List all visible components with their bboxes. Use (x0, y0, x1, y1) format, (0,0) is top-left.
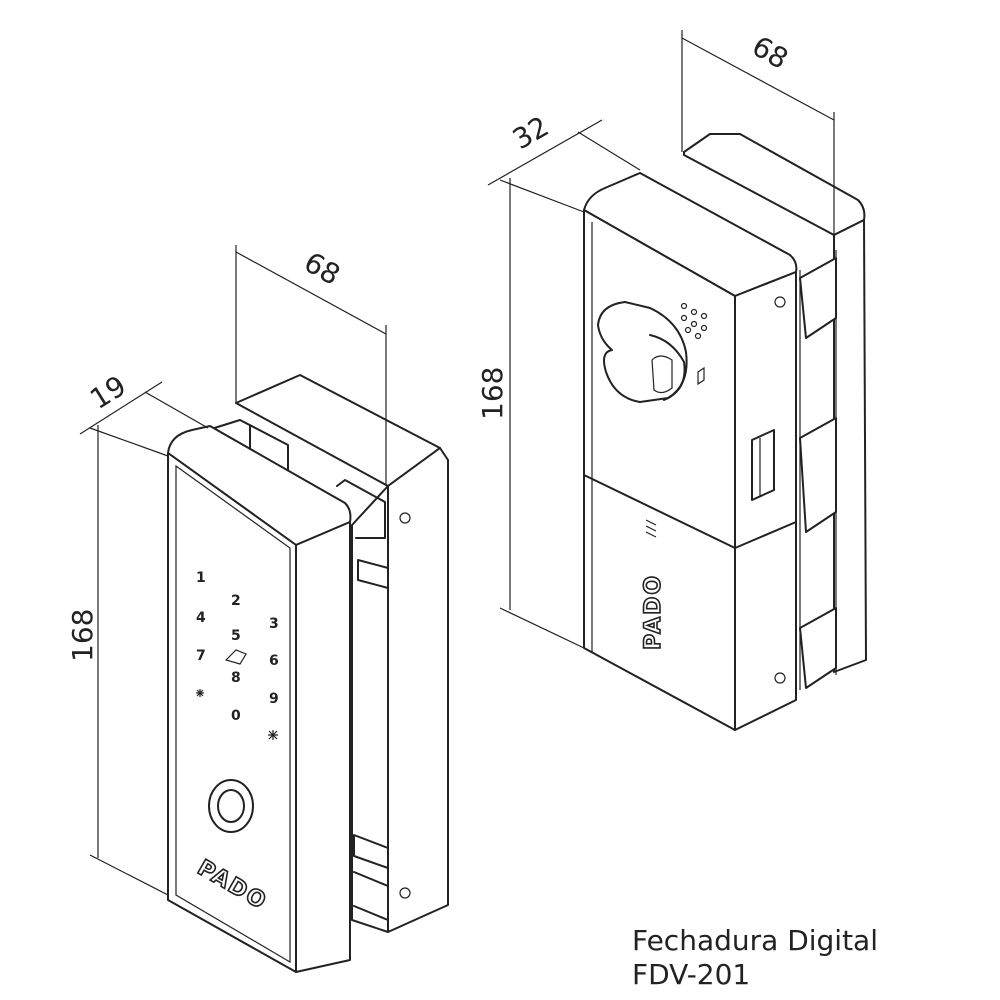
left-front-plate-top (167, 425, 352, 546)
right-latch-slot (751, 429, 775, 501)
caption: Fechadura Digital FDV-201 (632, 924, 878, 992)
right-height-ext-bottom (499, 607, 585, 649)
speaker-grille (680, 302, 708, 340)
key-8: 8 (231, 670, 241, 686)
left-back-box-side (351, 485, 389, 933)
right-back-bracket-side (833, 219, 867, 673)
key-3: 3 (269, 616, 279, 632)
right-width-label: 68 (747, 29, 794, 75)
caption-model: FDV-201 (632, 958, 751, 991)
left-screw-bottom (399, 887, 411, 899)
right-hinge-top (799, 257, 837, 339)
left-lock-unit: 1 2 3 4 5 6 7 8 9 0 PADO (167, 374, 449, 973)
left-clamp-bottom (353, 834, 389, 921)
right-screw-bottom (774, 672, 786, 684)
right-height-ext-top (499, 179, 585, 213)
key-star-icon (196, 689, 204, 697)
left-clamp-top (336, 479, 386, 539)
key-5: 5 (231, 628, 241, 644)
key-1: 1 (196, 570, 206, 586)
key-hash-icon (268, 730, 278, 740)
right-hinge-bottom (799, 607, 837, 689)
right-hinge-mid (799, 417, 837, 533)
battery-vent-icon (645, 519, 657, 538)
knob-grip (649, 334, 686, 401)
key-4: 4 (196, 610, 206, 626)
right-housing-top (583, 172, 798, 297)
left-plate-inner-border (175, 464, 291, 964)
key-0: 0 (231, 708, 241, 724)
left-front-plate-side (295, 521, 351, 973)
left-height-ext-bottom (89, 854, 169, 896)
left-width-label: 68 (299, 245, 346, 291)
indicator-led-icon (697, 366, 705, 386)
caption-title: Fechadura Digital (632, 924, 878, 957)
left-back-box-front (387, 447, 449, 933)
right-height-label: 168 (476, 367, 509, 420)
keypad: 1 2 3 4 5 6 7 8 9 0 (196, 570, 279, 740)
right-knob (597, 301, 688, 403)
fingerprint-sensor-inner (217, 789, 245, 823)
left-clamp-mid (357, 559, 389, 589)
right-depth-label: 32 (507, 110, 554, 156)
right-housing-face (583, 209, 736, 731)
right-housing-side (734, 271, 797, 731)
right-lock-unit: PADO (583, 133, 867, 731)
left-height-label: 168 (66, 609, 99, 662)
left-height-ext-top (89, 427, 169, 457)
key-7: 7 (196, 648, 206, 664)
left-depth-dim-line (79, 381, 163, 435)
key-2: 2 (231, 593, 241, 609)
left-depth-label: 19 (84, 369, 132, 416)
right-housing-split (583, 474, 797, 549)
left-depth-ext (144, 391, 209, 429)
fingerprint-sensor-outer (208, 779, 254, 833)
right-depth-dim-line (487, 119, 603, 186)
left-front-plate-face (167, 452, 297, 973)
left-screw-top (399, 512, 411, 524)
right-screw-top (774, 296, 786, 308)
right-depth-ext (577, 131, 641, 171)
key-enter-icon (224, 649, 247, 665)
key-6: 6 (269, 653, 279, 669)
key-9: 9 (269, 691, 279, 707)
left-width-dim-line (235, 251, 387, 335)
right-brand-logo: PADO (641, 574, 666, 650)
right-width-dim-line (681, 37, 835, 121)
knob-detail (651, 355, 673, 394)
